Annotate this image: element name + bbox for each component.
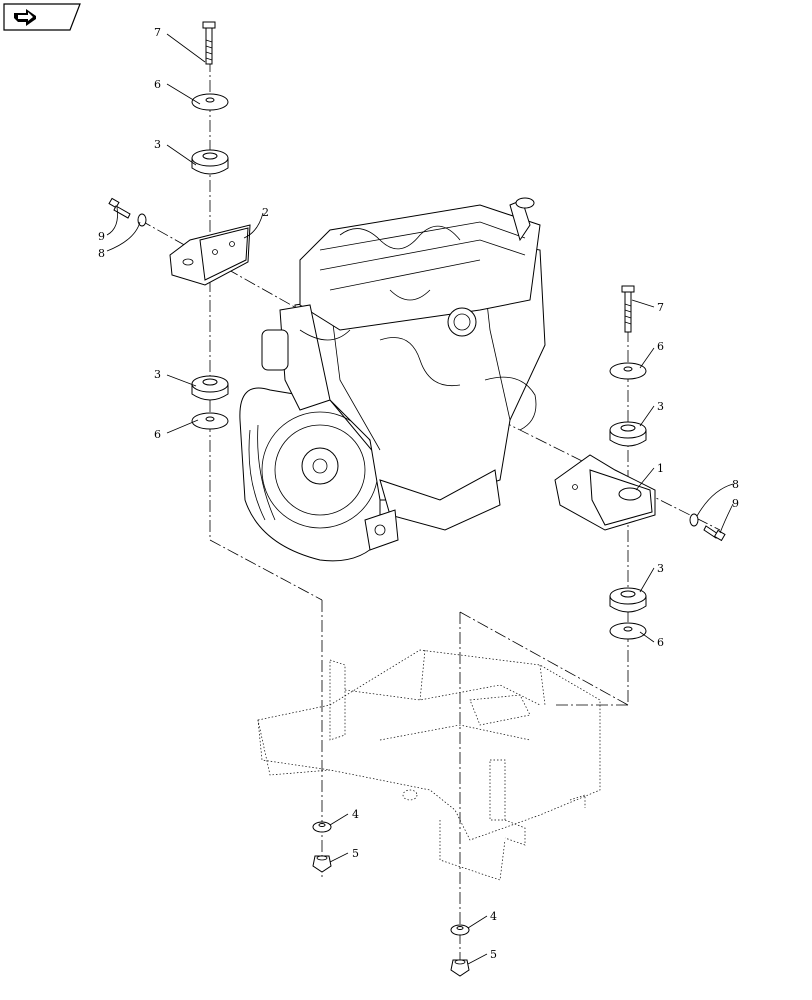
callout-7: 7 xyxy=(657,301,664,314)
bolt-9-left xyxy=(108,197,131,219)
callout-labels: 7 6 3 2 9 8 3 6 7 6 3 1 8 9 3 6 4 5 4 5 xyxy=(98,26,739,961)
nut-5-left xyxy=(312,855,332,873)
callout-5: 5 xyxy=(352,847,359,860)
nut-5-right xyxy=(450,959,470,977)
callout-8: 8 xyxy=(98,247,105,260)
bolt-7-right xyxy=(621,285,635,333)
navigation-button[interactable] xyxy=(4,4,80,30)
washer-6-top-left xyxy=(191,93,229,111)
callout-3: 3 xyxy=(657,562,664,575)
callout-6: 6 xyxy=(154,78,161,91)
callout-2: 2 xyxy=(262,206,269,219)
callout-7: 7 xyxy=(154,26,161,39)
machine-frame-phantom xyxy=(257,649,601,881)
engine-assembly xyxy=(239,197,546,562)
callout-3: 3 xyxy=(154,368,161,381)
callout-3: 3 xyxy=(154,138,161,151)
washer-6-top-right xyxy=(609,362,647,380)
washer-8-right xyxy=(689,513,699,527)
bolt-9-right xyxy=(703,525,726,542)
isolator-3-bottom-right xyxy=(609,587,647,613)
washer-4-right xyxy=(450,924,470,936)
washer-6-bottom-right xyxy=(609,622,647,640)
callout-9: 9 xyxy=(98,230,105,243)
washer-6-mid-left xyxy=(191,412,229,430)
callout-6: 6 xyxy=(657,636,664,649)
callout-9: 9 xyxy=(732,497,739,510)
isolator-3-mid-left xyxy=(191,375,229,401)
washer-4-left xyxy=(312,821,332,833)
isolator-3-top-right xyxy=(609,421,647,447)
bracket-1 xyxy=(554,454,656,531)
callout-1: 1 xyxy=(657,462,664,475)
callout-3: 3 xyxy=(657,400,664,413)
callout-4: 4 xyxy=(352,808,359,821)
bracket-2 xyxy=(169,224,251,286)
callout-6: 6 xyxy=(154,428,161,441)
callout-6: 6 xyxy=(657,340,664,353)
nav-icon-frame xyxy=(3,3,81,31)
isolator-3-top-left xyxy=(191,149,229,175)
bolt-7-left xyxy=(202,21,216,65)
callout-8: 8 xyxy=(732,478,739,491)
callout-leaders xyxy=(106,33,734,965)
callout-4: 4 xyxy=(490,910,497,923)
arrow-right-icon xyxy=(14,9,36,26)
callout-5: 5 xyxy=(490,948,497,961)
